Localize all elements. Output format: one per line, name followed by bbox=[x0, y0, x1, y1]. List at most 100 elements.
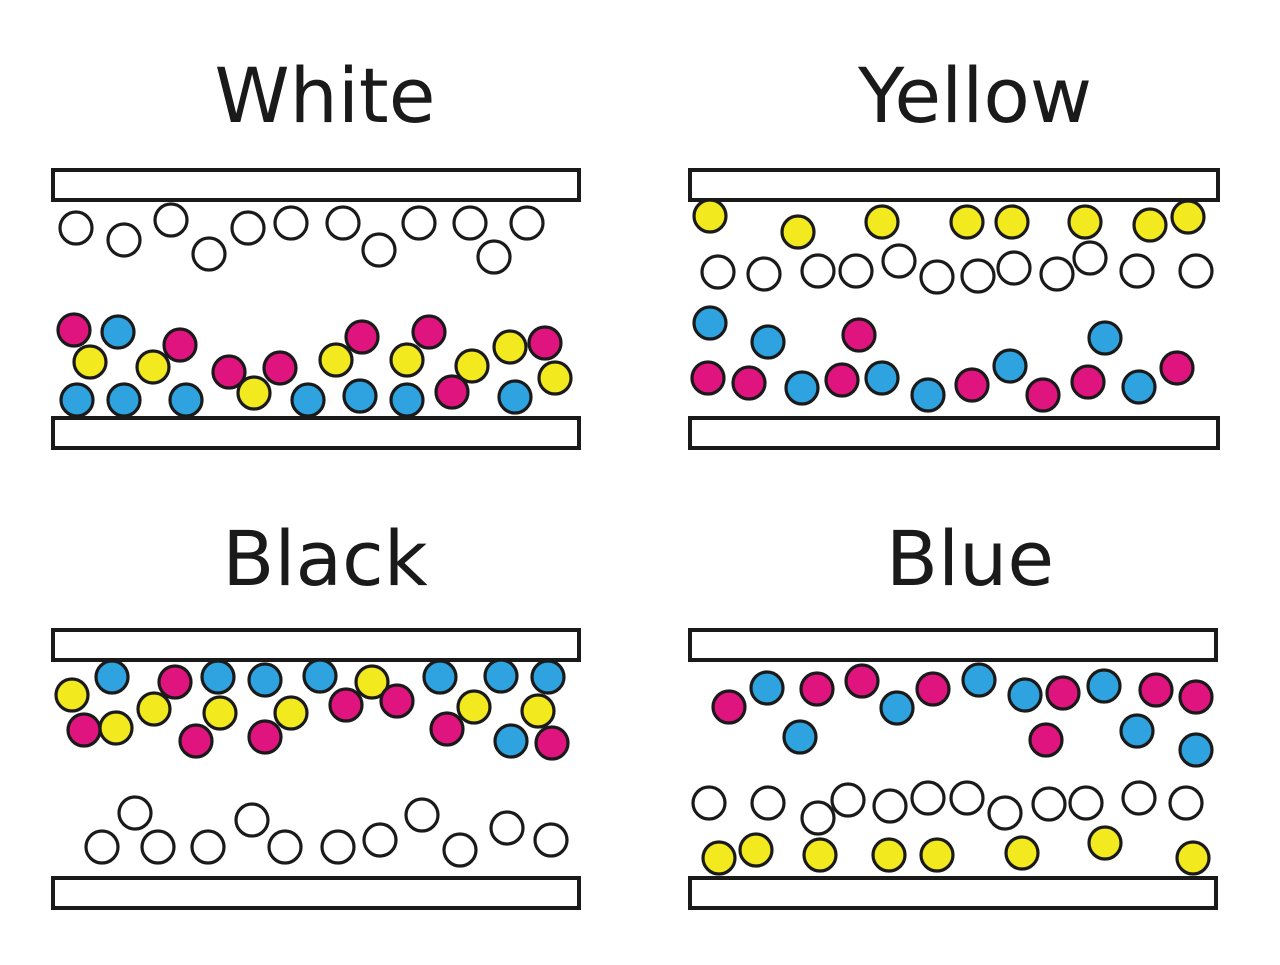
white-particle bbox=[800, 800, 836, 836]
white-particle bbox=[919, 259, 955, 295]
white-particle bbox=[1072, 240, 1108, 276]
cyan-particle bbox=[290, 382, 326, 418]
yellow-particle bbox=[1087, 825, 1123, 861]
magenta-particle bbox=[162, 327, 198, 363]
yellow-particle bbox=[318, 342, 354, 378]
magenta-particle bbox=[1159, 350, 1195, 386]
magenta-particle bbox=[379, 683, 415, 719]
magenta-particle bbox=[247, 719, 283, 755]
top-plate bbox=[51, 168, 581, 202]
magenta-particle bbox=[527, 325, 563, 361]
yellow-particle bbox=[738, 832, 774, 868]
cyan-particle bbox=[59, 382, 95, 418]
cyan-particle bbox=[100, 314, 136, 350]
cyan-particle bbox=[200, 659, 236, 695]
magenta-particle bbox=[1178, 679, 1214, 715]
magenta-particle bbox=[66, 712, 102, 748]
white-particle bbox=[872, 788, 908, 824]
magenta-particle bbox=[844, 663, 880, 699]
white-particle bbox=[700, 254, 736, 290]
cyan-particle bbox=[992, 348, 1028, 384]
white-particle bbox=[750, 785, 786, 821]
white-particle bbox=[800, 253, 836, 289]
magenta-particle bbox=[262, 350, 298, 386]
cyan-particle bbox=[106, 382, 142, 418]
bottom-plate bbox=[688, 876, 1218, 910]
magenta-particle bbox=[157, 664, 193, 700]
yellow-particle bbox=[492, 329, 528, 365]
particle-layer-top bbox=[54, 658, 570, 761]
panel-blue: Blue bbox=[688, 514, 1218, 910]
yellow-particle bbox=[520, 693, 556, 729]
cyan-particle bbox=[750, 324, 786, 360]
white-particle bbox=[960, 258, 996, 294]
cyan-particle bbox=[692, 305, 728, 341]
white-particle bbox=[117, 795, 153, 831]
white-particle bbox=[996, 250, 1032, 286]
white-particle bbox=[140, 829, 176, 865]
magenta-particle bbox=[1138, 672, 1174, 708]
white-particle bbox=[404, 797, 440, 833]
panel-title: Yellow bbox=[857, 51, 1092, 140]
magenta-particle bbox=[411, 314, 447, 350]
panel-title: Blue bbox=[886, 514, 1054, 603]
yellow-particle bbox=[994, 204, 1030, 240]
magenta-particle bbox=[178, 723, 214, 759]
cyan-particle bbox=[910, 377, 946, 413]
white-particle bbox=[190, 829, 226, 865]
bottom-plate bbox=[688, 416, 1220, 450]
cyan-particle bbox=[961, 662, 997, 698]
magenta-particle bbox=[841, 317, 877, 353]
white-particle bbox=[949, 780, 985, 816]
cyan-particle bbox=[1178, 732, 1214, 768]
magenta-particle bbox=[824, 362, 860, 398]
white-particle bbox=[838, 253, 874, 289]
yellow-particle bbox=[1067, 204, 1103, 240]
particle-layer-top bbox=[58, 202, 545, 275]
white-particle bbox=[1168, 785, 1204, 821]
white-particle bbox=[234, 802, 270, 838]
cyan-particle bbox=[530, 659, 566, 695]
white-particle bbox=[987, 795, 1023, 831]
cyan-particle bbox=[94, 659, 130, 695]
white-particle bbox=[191, 236, 227, 272]
white-particle bbox=[691, 785, 727, 821]
yellow-particle bbox=[1175, 840, 1211, 876]
magenta-particle bbox=[429, 711, 465, 747]
white-particle bbox=[1039, 256, 1075, 292]
yellow-particle bbox=[136, 691, 172, 727]
white-particle bbox=[442, 832, 478, 868]
yellow-particle bbox=[202, 695, 238, 731]
cyan-particle bbox=[389, 382, 425, 418]
magenta-particle bbox=[534, 725, 570, 761]
yellow-particle bbox=[456, 689, 492, 725]
white-particle bbox=[1068, 785, 1104, 821]
yellow-particle bbox=[236, 375, 272, 411]
magenta-particle bbox=[434, 374, 470, 410]
yellow-particle bbox=[135, 349, 171, 385]
yellow-particle bbox=[919, 837, 955, 873]
magenta-particle bbox=[328, 687, 364, 723]
yellow-particle bbox=[273, 695, 309, 731]
white-particle bbox=[320, 829, 356, 865]
magenta-particle bbox=[915, 671, 951, 707]
magenta-particle bbox=[344, 319, 380, 355]
yellow-particle bbox=[871, 837, 907, 873]
yellow-particle bbox=[454, 348, 490, 384]
yellow-particle bbox=[1132, 207, 1168, 243]
white-particle bbox=[230, 210, 266, 246]
particle-layer-top bbox=[711, 662, 1214, 768]
cyan-particle bbox=[782, 719, 818, 755]
cyan-particle bbox=[864, 360, 900, 396]
magenta-particle bbox=[1070, 364, 1106, 400]
yellow-particle bbox=[1170, 199, 1206, 235]
cyan-particle bbox=[879, 690, 915, 726]
cyan-particle bbox=[422, 659, 458, 695]
white-particle bbox=[533, 822, 569, 858]
panel-black: Black bbox=[51, 514, 581, 910]
white-particle bbox=[153, 202, 189, 238]
white-particle bbox=[452, 205, 488, 241]
white-particle bbox=[1119, 253, 1155, 289]
top-plate bbox=[688, 628, 1218, 662]
